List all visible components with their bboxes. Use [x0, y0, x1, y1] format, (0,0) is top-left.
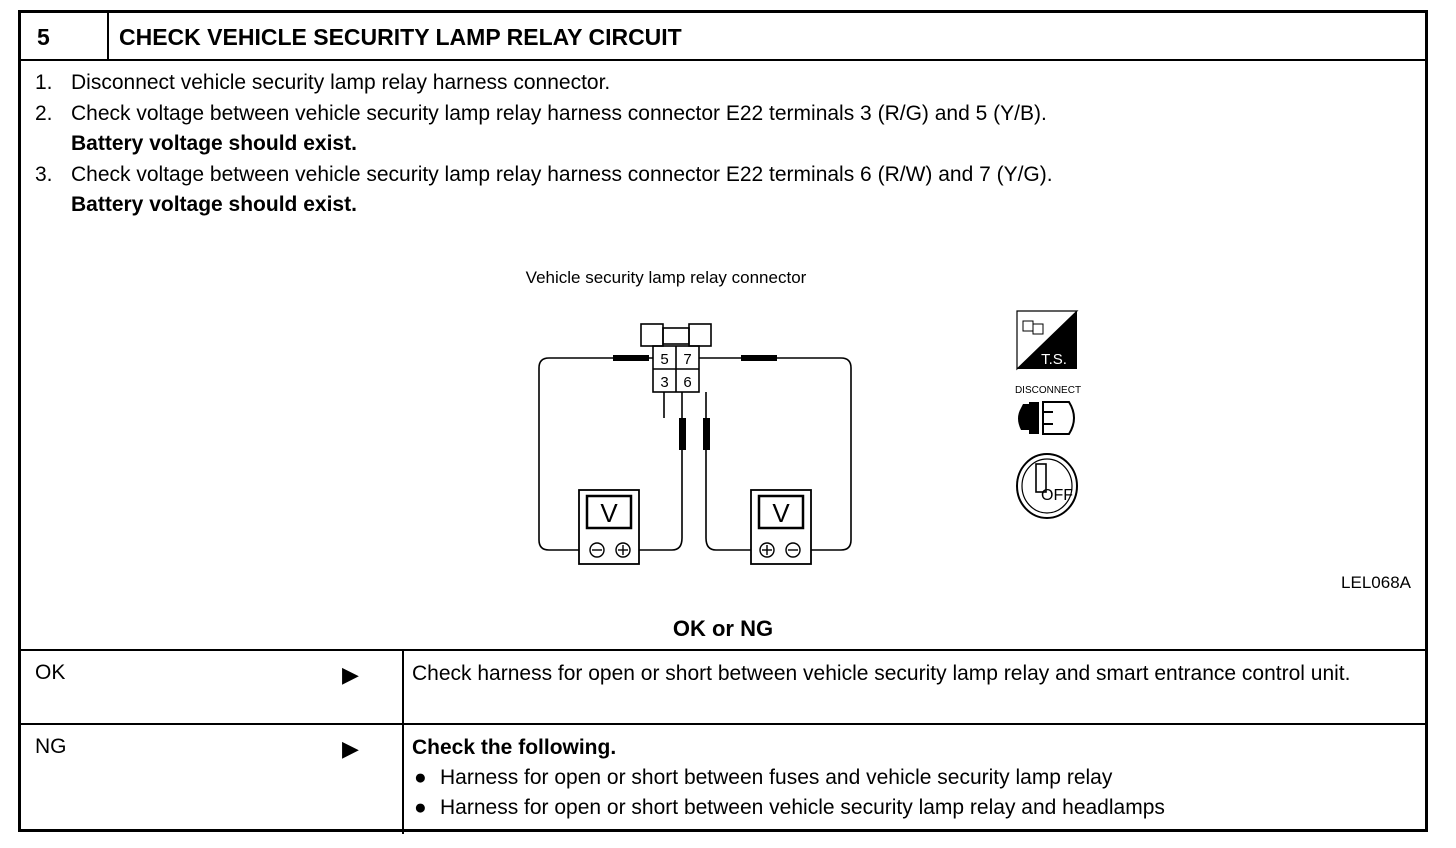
- connector-diagram: 5 7 3 6: [538, 310, 1081, 565]
- instruction-note: Battery voltage should exist.: [71, 193, 357, 216]
- diagram-title: Vehicle security lamp relay connector: [525, 268, 807, 287]
- voltmeter-symbol: V: [772, 498, 790, 528]
- figure-id: LEL068A: [1341, 573, 1411, 592]
- terminal-7-label: 7: [683, 351, 691, 368]
- result-row-ng: NG ▶ Check the following. ●Harness for o…: [21, 725, 1425, 834]
- voltmeter-icon: V: [750, 489, 812, 565]
- terminal-6-label: 6: [683, 374, 691, 391]
- voltmeter-symbol: V: [600, 498, 618, 528]
- terminal-set-icon: T.S.: [1016, 310, 1079, 371]
- instruction-number: 2.: [35, 101, 53, 125]
- step-number-cell: 5: [21, 13, 109, 59]
- disconnect-label: DISCONNECT: [1015, 385, 1081, 396]
- instruction-number: 1.: [35, 71, 53, 94]
- voltmeter-icon: V: [578, 489, 640, 565]
- ng-title: Check the following.: [412, 736, 617, 759]
- instruction-text: Check voltage between vehicle security l…: [71, 162, 1053, 186]
- result-table: OK ▶ Check harness for open or short bet…: [21, 649, 1425, 834]
- probe-tip-3: [679, 418, 686, 450]
- probe-tip-5: [613, 355, 649, 361]
- instruction-note: Battery voltage should exist.: [71, 132, 357, 155]
- bullet-icon: ●: [414, 796, 427, 819]
- result-label-ok: OK: [35, 661, 66, 684]
- step-number: 5: [37, 24, 50, 50]
- wiring-diagram: Vehicle security lamp relay connector 5 …: [501, 268, 1101, 568]
- instruction-list: 1. Disconnect vehicle security lamp rela…: [35, 68, 1053, 221]
- relay-connector: [640, 323, 712, 393]
- instruction-2: 2. Check voltage between vehicle securit…: [35, 99, 1053, 160]
- right-probe-leads: [699, 357, 852, 551]
- instruction-3: 3. Check voltage between vehicle securit…: [35, 160, 1053, 221]
- result-label-ng: NG: [35, 735, 67, 758]
- instruction-text: Disconnect vehicle security lamp relay h…: [71, 71, 611, 94]
- ts-label: T.S.: [1041, 351, 1067, 368]
- list-item: ●Harness for open or short between vehic…: [412, 793, 1165, 823]
- result-action-ok: Check harness for open or short between …: [412, 662, 1351, 685]
- result-row-ok: OK ▶ Check harness for open or short bet…: [21, 651, 1425, 725]
- connector-disconnect-icon: DISCONNECT: [1015, 385, 1081, 435]
- instruction-1: 1. Disconnect vehicle security lamp rela…: [35, 68, 1053, 99]
- off-label: OFF: [1041, 487, 1073, 504]
- procedure-box: 5 CHECK VEHICLE SECURITY LAMP RELAY CIRC…: [18, 10, 1428, 834]
- judgement-heading: OK or NG: [672, 616, 774, 641]
- arrow-right-icon: ▶: [342, 736, 359, 761]
- list-item: ●Harness for open or short between fuses…: [412, 763, 1165, 793]
- probe-tip-7: [741, 355, 777, 361]
- instruction-text: Check voltage between vehicle security l…: [71, 101, 1047, 125]
- bullet-icon: ●: [414, 766, 427, 789]
- table-divider: [402, 651, 404, 834]
- ignition-off-icon: OFF: [1016, 453, 1078, 519]
- terminal-5-label: 5: [660, 351, 668, 368]
- step-header: 5 CHECK VEHICLE SECURITY LAMP RELAY CIRC…: [21, 13, 1425, 61]
- instruction-number: 3.: [35, 162, 53, 186]
- left-probe-leads: [538, 357, 683, 551]
- step-title: CHECK VEHICLE SECURITY LAMP RELAY CIRCUI…: [119, 24, 682, 50]
- arrow-right-icon: ▶: [342, 662, 359, 687]
- probe-tip-6: [703, 418, 710, 450]
- terminal-3-label: 3: [660, 374, 668, 391]
- result-action-ng: Check the following. ●Harness for open o…: [412, 733, 1165, 823]
